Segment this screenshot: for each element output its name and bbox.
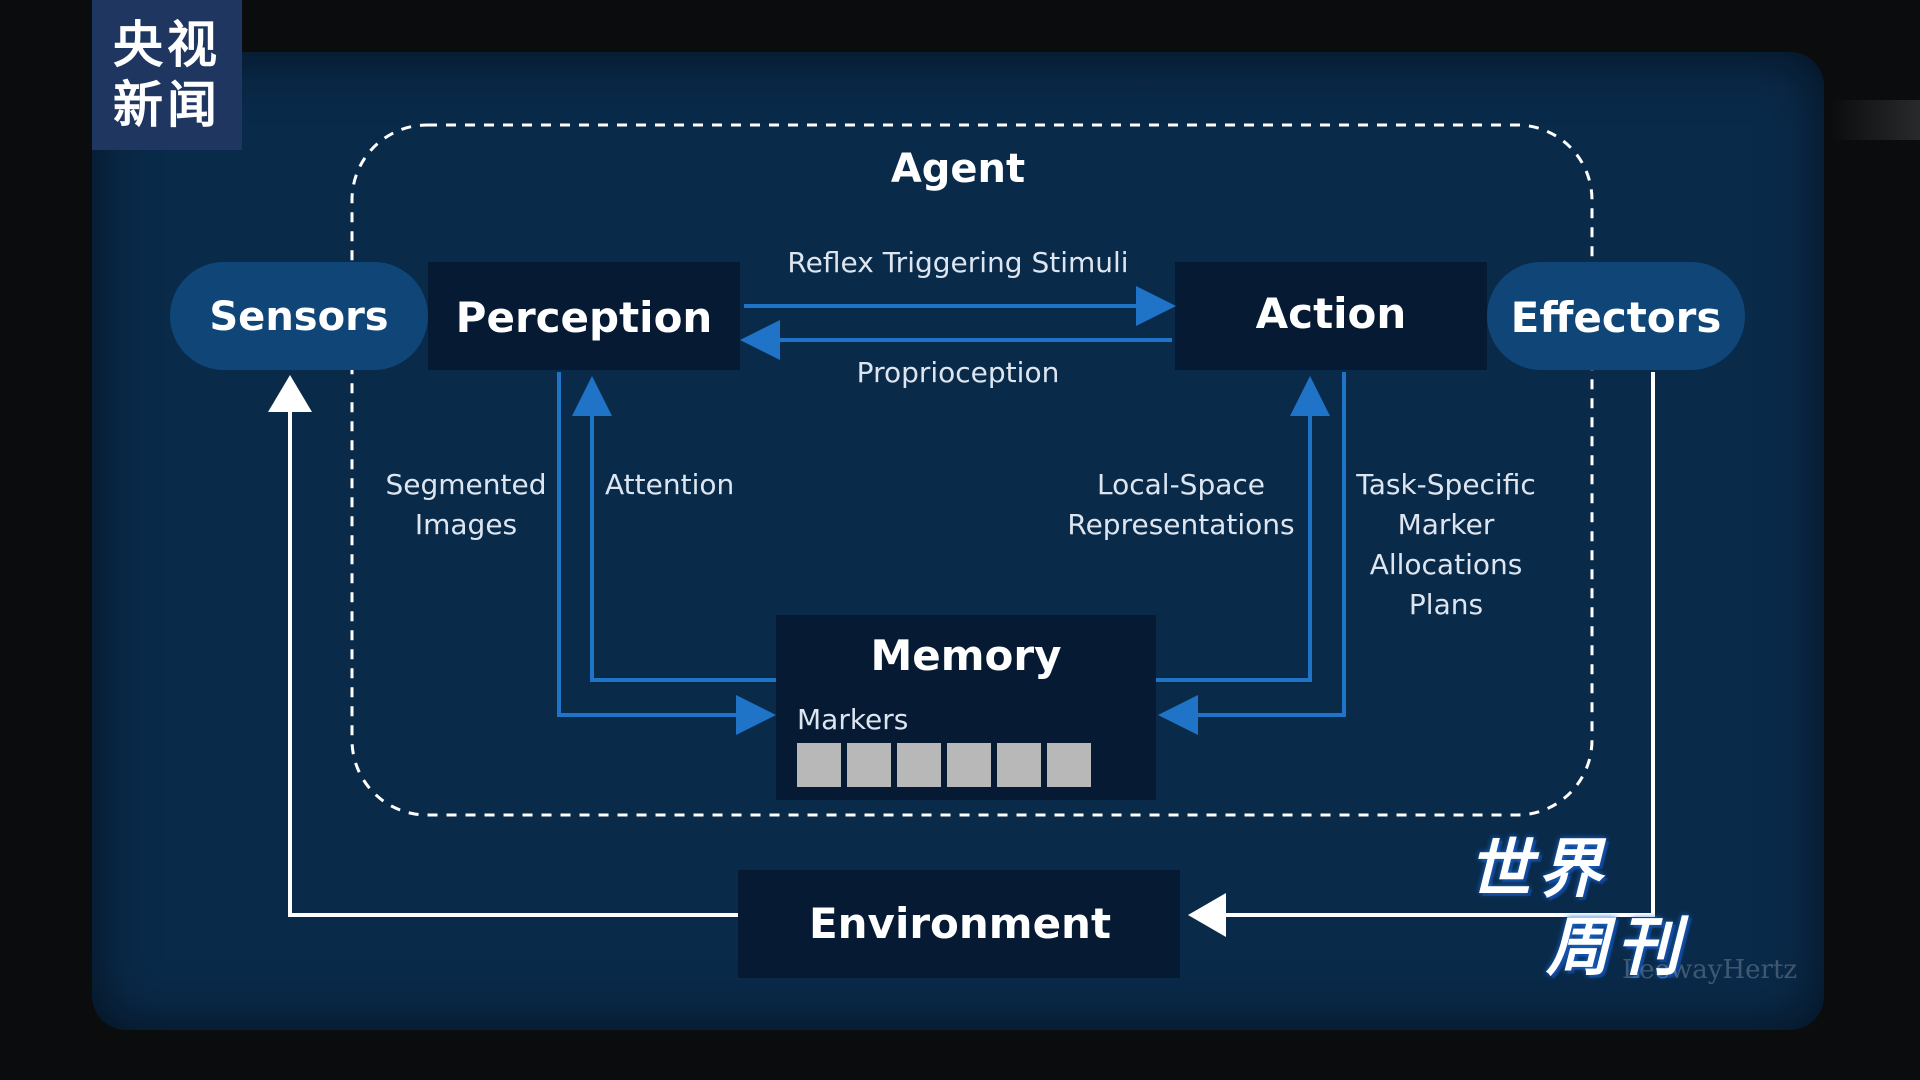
logo-line-1: 央视 (113, 16, 221, 74)
memory-markers-label: Markers (797, 703, 908, 736)
segmented-label-1: Segmented (386, 468, 547, 501)
agent-label: Agent (891, 146, 1025, 192)
task-label-1: Task-Specific (1355, 468, 1536, 501)
task-label-2: Marker (1398, 508, 1495, 541)
segmented-images-arrow (557, 372, 776, 735)
attention-arrow (572, 376, 776, 682)
local-space-label-1: Local-Space (1097, 468, 1265, 501)
marker-cell (1047, 743, 1091, 787)
marker-cells (797, 743, 1091, 787)
attention-label: Attention (605, 468, 734, 501)
marker-cell (897, 743, 941, 787)
task-label-4: Plans (1409, 588, 1483, 621)
marker-cell (797, 743, 841, 787)
sensors-label: Sensors (209, 294, 388, 340)
action-node (1175, 262, 1487, 370)
marker-cell (947, 743, 991, 787)
environment-node (738, 870, 1180, 978)
segmented-label-2: Images (415, 508, 517, 541)
task-specific-arrow (1158, 372, 1346, 735)
action-label: Action (1256, 289, 1407, 338)
logo-line-2: 新闻 (113, 76, 221, 134)
environment-label: Environment (809, 899, 1111, 948)
sensors-arrowhead (268, 375, 312, 412)
environment-to-sensors-line (288, 410, 738, 917)
proprioception-label: Proprioception (857, 356, 1060, 389)
effectors-node (1487, 262, 1745, 370)
sensors-node (170, 262, 428, 370)
local-space-arrow (1156, 376, 1330, 682)
program-logo-line-1: 世界 (1468, 833, 1608, 907)
perception-node (428, 262, 740, 370)
effectors-to-environment-line (1222, 372, 1655, 917)
program-logo-line-2: 周刊 (1546, 911, 1686, 985)
task-label-3: Allocations (1370, 548, 1523, 581)
reflex-label: Reflex Triggering Stimuli (787, 246, 1128, 279)
memory-label: Memory (871, 631, 1062, 680)
perception-label: Perception (456, 293, 713, 342)
marker-cell (847, 743, 891, 787)
background-streak (1830, 100, 1920, 140)
source-watermark: LeewayHertz (1622, 955, 1798, 985)
broadcaster-logo: 央视 新闻 (92, 0, 242, 150)
environment-arrowhead (1188, 893, 1226, 937)
effectors-label: Effectors (1511, 293, 1722, 342)
diagram-panel (92, 52, 1824, 1030)
local-space-label-2: Representations (1067, 508, 1294, 541)
marker-cell (997, 743, 1041, 787)
